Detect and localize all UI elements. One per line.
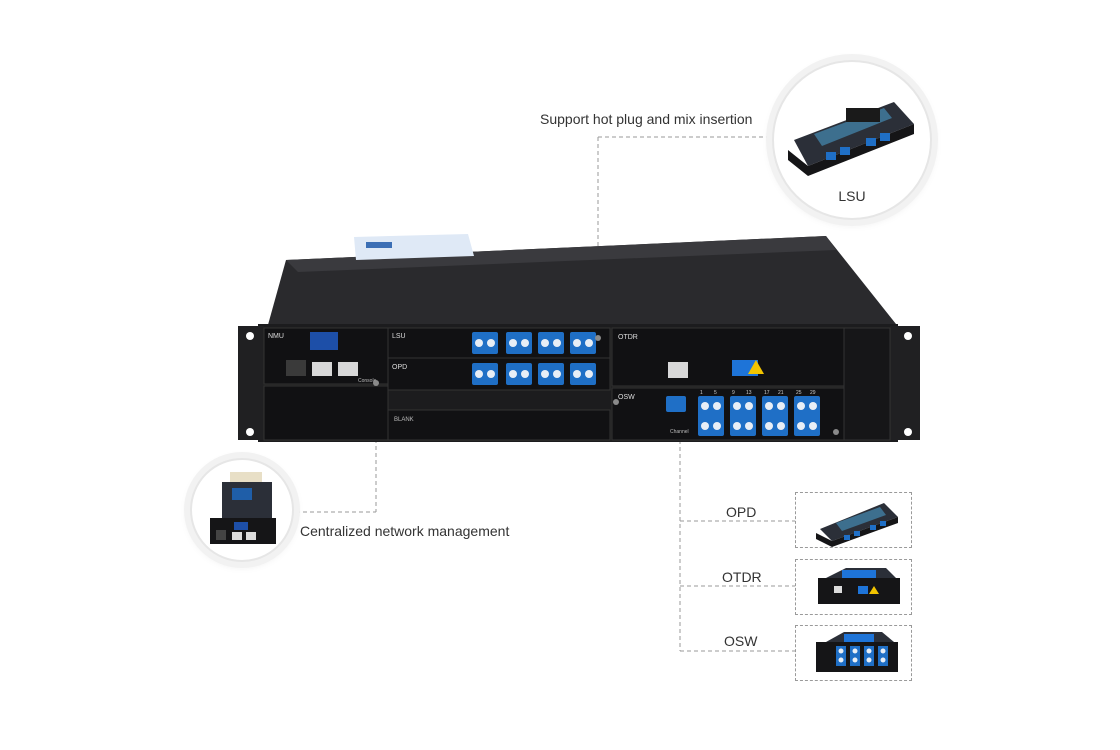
otdr-label: OTDR xyxy=(722,569,762,585)
lsu-module-image xyxy=(788,102,914,176)
nmu-callout-circle xyxy=(190,458,294,562)
osw-port-number: 5 xyxy=(714,390,717,396)
opd-label: OPD xyxy=(726,504,757,520)
osw-port-number: 25 xyxy=(796,390,802,396)
panel-label-console: Console xyxy=(358,378,377,384)
nmu-module-image xyxy=(210,472,276,544)
panel-label-opd: OPD xyxy=(392,364,407,371)
panel-label-blank: BLANK xyxy=(394,417,414,423)
osw-port-number: 13 xyxy=(746,390,752,396)
otdr-thumbnail xyxy=(795,559,912,615)
panel-label-lsu: LSU xyxy=(392,333,406,340)
panel-label-otdr: OTDR xyxy=(618,334,638,341)
osw-thumbnail xyxy=(795,625,912,681)
lsu-label: LSU xyxy=(838,188,866,204)
osw-module-image xyxy=(816,632,898,672)
opd-thumbnail xyxy=(795,492,912,548)
chassis-image: NMU Console LSU OPD BLANK OTDR OSW xyxy=(238,234,920,442)
lsu-callout-circle: LSU xyxy=(772,60,932,220)
osw-port-number: 1 xyxy=(700,390,703,396)
network-management-label: Centralized network management xyxy=(300,523,510,539)
osw-label: OSW xyxy=(724,633,758,649)
panel-label-nmu: NMU xyxy=(268,333,284,340)
panel-label-channel: Channel xyxy=(670,429,689,435)
osw-port-number: 9 xyxy=(732,390,735,396)
osw-port-number: 17 xyxy=(764,390,770,396)
opd-module-image xyxy=(816,503,898,547)
osw-port-number: 29 xyxy=(810,390,816,396)
panel-label-osw: OSW xyxy=(618,394,635,401)
osw-port-number: 21 xyxy=(778,390,784,396)
hot-plug-label: Support hot plug and mix insertion xyxy=(540,111,753,127)
otdr-module-image xyxy=(818,568,900,604)
